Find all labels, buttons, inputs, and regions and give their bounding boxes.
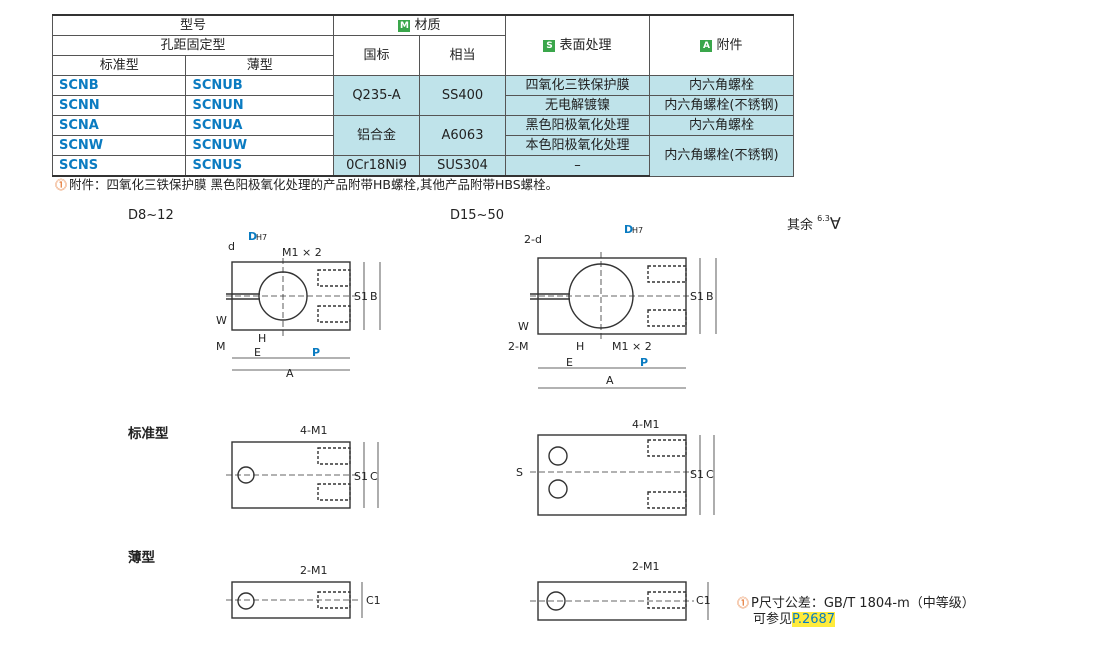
header-thin: 薄型 — [185, 55, 334, 76]
dim-H7-r: H7 — [632, 226, 643, 235]
dim-H: H — [258, 332, 266, 345]
dim-S: S — [516, 466, 523, 479]
model-thin-3[interactable]: SCNUW — [185, 135, 334, 156]
acc2: 内六角螺栓(不锈钢) — [649, 95, 794, 116]
surf2: 无电解镀镍 — [505, 95, 650, 116]
dim-M: M — [216, 340, 226, 353]
dim-M1x2-r: M1 × 2 — [612, 340, 652, 353]
accessory-tag: A — [700, 40, 713, 52]
rest-roughness: 其余 6.3∀ — [787, 214, 841, 233]
dim-M1x2: M1 × 2 — [282, 246, 322, 259]
dim-C: C — [370, 470, 378, 483]
dim-4M1: 4-M1 — [300, 424, 327, 437]
dim-W-r: W — [518, 320, 529, 333]
dim-H-r: H — [576, 340, 584, 353]
dim-C1: C1 — [366, 594, 381, 607]
acc4: 内六角螺栓(不锈钢) — [649, 135, 794, 177]
dim-B: B — [370, 290, 378, 303]
dim-C-r: C — [706, 468, 714, 481]
dim-E-r: E — [566, 356, 573, 369]
dim-H7: H7 — [256, 233, 267, 242]
dim-2d: 2-d — [524, 233, 542, 246]
dim-C1-r: C1 — [696, 594, 711, 607]
dim-A: A — [286, 367, 294, 380]
header-standard: 标准型 — [51, 55, 187, 76]
dim-S1: S1 — [354, 290, 368, 303]
dim-E: E — [254, 346, 261, 359]
dim-2M: 2-M — [508, 340, 528, 353]
dim-S1-r: S1 — [690, 290, 704, 303]
dim-d: d — [228, 240, 235, 253]
acc3: 内六角螺栓 — [649, 115, 794, 136]
right-standard-outline — [537, 434, 687, 516]
header-model: 型号 — [52, 14, 334, 36]
header-xiangdang: 相当 — [419, 35, 506, 76]
section-standard: 标准型 — [128, 426, 169, 442]
model-thin-4[interactable]: SCNUS — [185, 155, 334, 177]
dim-D-r: D — [624, 223, 633, 236]
page-link[interactable]: P.2687 — [792, 612, 836, 627]
dim-A-r: A — [606, 374, 614, 387]
mat3-gb: 0Cr18Ni9 — [333, 155, 420, 177]
dim-S1-std: S1 — [354, 470, 368, 483]
dim-2M1-r: 2-M1 — [632, 560, 659, 573]
dim-W: W — [216, 314, 227, 327]
dim-2M1: 2-M1 — [300, 564, 327, 577]
acc1: 内六角螺栓 — [649, 75, 794, 96]
dim-D: D — [248, 230, 257, 243]
dim-4M1-r: 4-M1 — [632, 418, 659, 431]
mat1-eq: SS400 — [419, 75, 506, 116]
surf3: 黑色阳极氧化处理 — [505, 115, 650, 136]
right-range-label: D15~50 — [450, 208, 504, 223]
model-std-4[interactable]: SCNS — [51, 155, 187, 177]
mat1-gb: Q235-A — [333, 75, 420, 116]
surf4: 本色阳极氧化处理 — [505, 135, 650, 156]
dim-B-r: B — [706, 290, 714, 303]
mat3-eq: SUS304 — [419, 155, 506, 177]
warning-icon-2: ⓵ — [737, 596, 750, 610]
surface-tag: S — [543, 40, 556, 52]
mat2-eq: A6063 — [419, 115, 506, 156]
surf5: – — [505, 155, 650, 177]
dim-P: P — [312, 346, 320, 359]
left-range-label: D8~12 — [128, 208, 174, 223]
material-tag: M — [398, 20, 411, 32]
dim-S1-std-r: S1 — [690, 468, 704, 481]
model-std-3[interactable]: SCNW — [51, 135, 187, 156]
section-thin: 薄型 — [128, 550, 155, 566]
warning-icon: ⓵ — [55, 178, 68, 192]
dim-P-r: P — [640, 356, 648, 369]
